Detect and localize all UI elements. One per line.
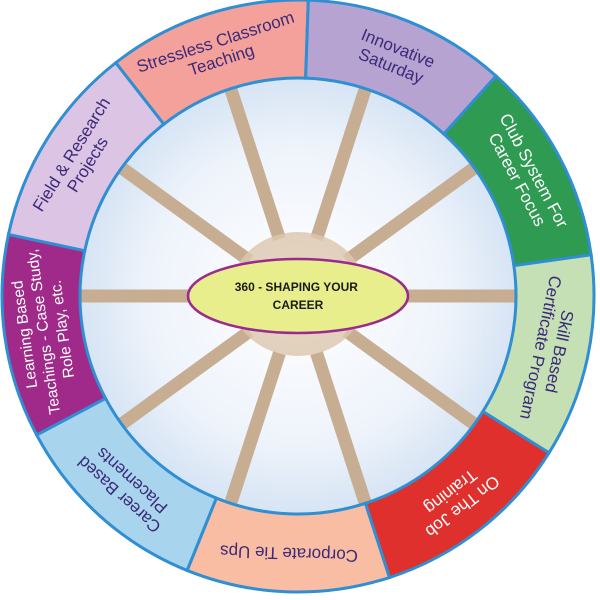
spoke xyxy=(310,351,373,508)
center-hub: 360 - SHAPING YOUR CAREER xyxy=(186,257,410,335)
ring-segment: Skill BasedCertificate Program xyxy=(480,253,596,455)
spoke xyxy=(310,84,373,241)
ring-segment: Corporate Tie Ups xyxy=(185,496,392,594)
spoke xyxy=(116,326,254,431)
center-label-line-2: CAREER xyxy=(273,298,324,312)
center-label-line-1: 360 - SHAPING YOUR xyxy=(235,280,358,294)
spoke xyxy=(223,84,286,241)
spoke xyxy=(342,326,480,431)
wheel-spokes xyxy=(78,84,518,508)
center-label: 360 - SHAPING YOUR CAREER xyxy=(235,280,362,312)
ring-segment-shape xyxy=(6,60,166,253)
segment-label-line: Corporate Tie Ups xyxy=(220,541,359,565)
ring-segment: Career BasedPlacements xyxy=(34,396,219,573)
spoke xyxy=(223,351,286,508)
ring-segment: Field & ResearchProjects xyxy=(6,60,166,253)
center-hub-ellipse xyxy=(186,257,410,335)
spoke xyxy=(342,161,480,266)
segment-label: Corporate Tie Ups xyxy=(220,541,359,565)
spoke xyxy=(116,161,254,266)
